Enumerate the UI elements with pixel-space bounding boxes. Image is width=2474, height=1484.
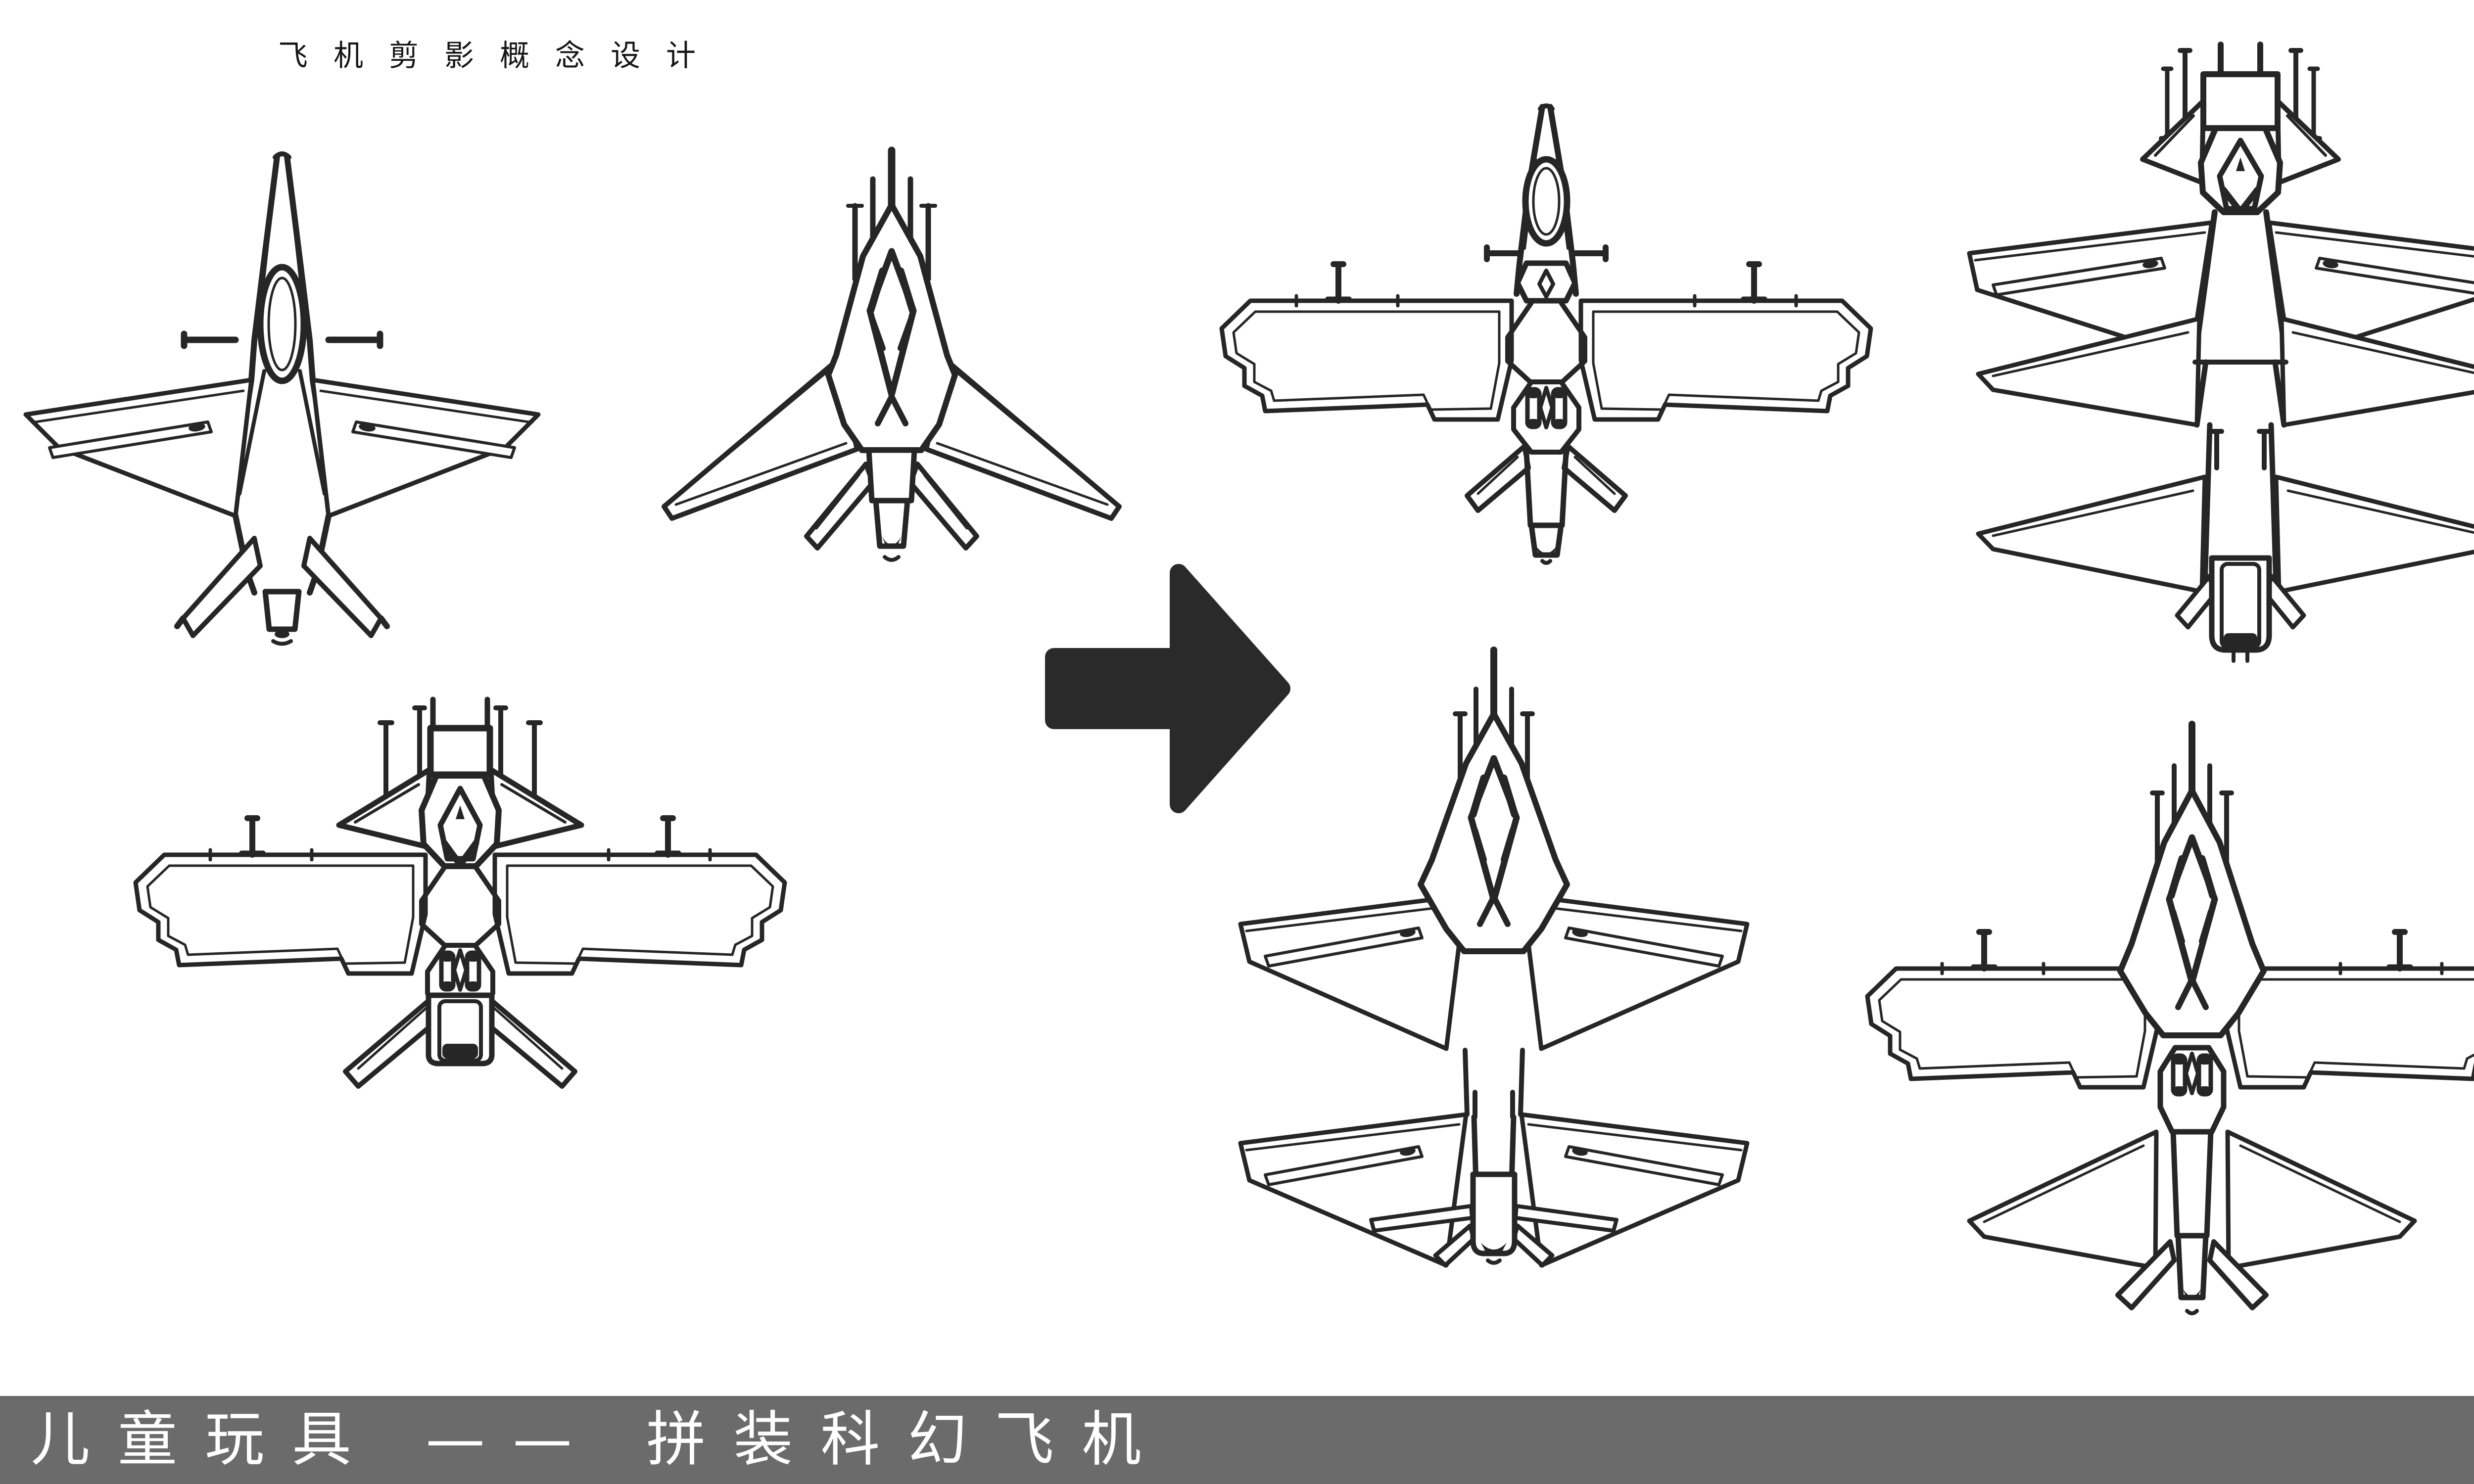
aircraft-delta-wing-jet: [659, 146, 1124, 572]
aircraft-panel-wing-plane: [101, 696, 819, 1109]
assembled-variant-a-icon: [1193, 103, 1873, 565]
assembled-variant-b-icon: [1963, 42, 2474, 665]
aircraft-double-swept-wing-variant: [1239, 647, 1750, 1270]
fighter-jet-top-view-icon: [20, 151, 541, 646]
assembled-variant-c-icon: [1239, 647, 1750, 1270]
aircraft-pointed-nose-panel-wing-variant: [1193, 100, 1899, 565]
aircraft-multi-wing-dragonfly-variant: [1963, 42, 2474, 665]
page-title: 飞机剪影概念设计: [278, 39, 721, 73]
footer-bar: 儿童玩具 —— 拼装科幻飞机: [0, 1396, 2474, 1484]
aircraft-fighter-jet: [20, 147, 544, 647]
footer-caption: 儿童玩具 —— 拼装科幻飞机: [31, 1405, 1169, 1474]
transform-arrow: [1045, 564, 1292, 813]
delta-wing-jet-top-view-icon: [659, 146, 1122, 562]
assembled-variant-d-icon: [1848, 721, 2474, 1315]
aircraft-panel-wing-delta-tail-variant: [1848, 721, 2474, 1332]
right-arrow-icon: [1045, 564, 1290, 813]
panel-wing-plane-top-view-icon: [101, 696, 787, 1109]
